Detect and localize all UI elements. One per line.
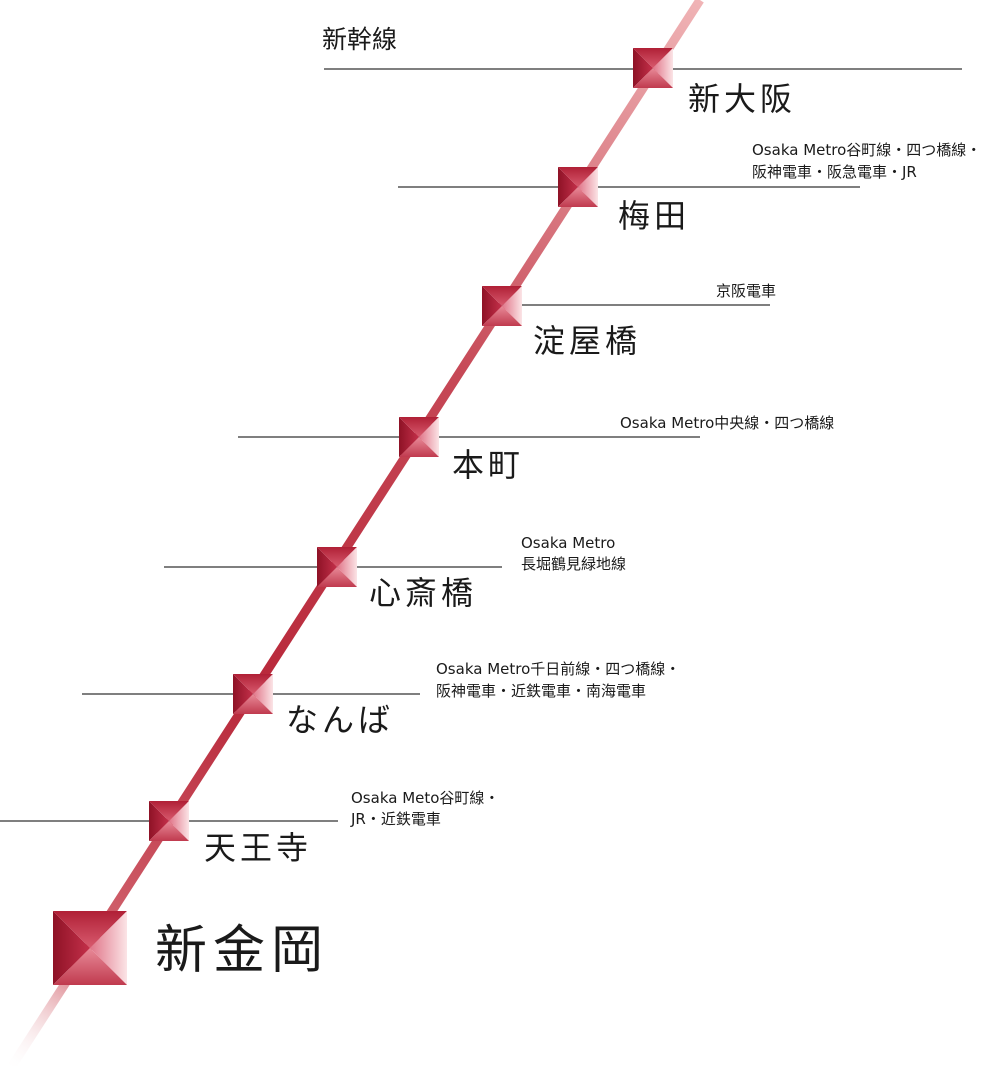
transfer-line-2: 阪神電車・阪急電車・JR (752, 163, 917, 181)
transfer-line-2: JR・近鉄電車 (350, 810, 441, 828)
origin-station-name: 新金岡 (155, 921, 329, 981)
station-marker-icon (558, 167, 598, 207)
station-marker-icon (317, 547, 357, 587)
station-honmachi: 本町 Osaka Metro中央線・四つ橋線 (238, 414, 834, 484)
station-marker-icon (399, 417, 439, 457)
transfer-line-2: 長堀鶴見緑地線 (521, 555, 626, 573)
station-name: なんば (286, 701, 394, 739)
transfer-line-1: Osaka Metro中央線・四つ橋線 (620, 414, 834, 432)
station-marker-icon (233, 674, 273, 714)
station-name: 心斎橋 (369, 574, 477, 612)
transfer-lines: Osaka Metro谷町線・四つ橋線・ 阪神電車・阪急電車・JR (752, 141, 986, 181)
transfer-line-1: Osaka Metro (521, 534, 615, 552)
station-marker-icon (482, 286, 522, 326)
station-name: 梅田 (618, 197, 690, 235)
origin-station: 新金岡 (53, 911, 329, 985)
station-tennoji: 天王寺 Osaka Meto谷町線・ JR・近鉄電車 (0, 789, 504, 867)
transfer-line-1: Osaka Metro谷町線・四つ橋線・ (752, 141, 981, 159)
origin-marker-icon (53, 911, 127, 985)
station-name: 淀屋橋 (533, 322, 641, 360)
station-marker-icon (633, 48, 673, 88)
route-line (8, 0, 704, 1066)
transfer-lines: Osaka Metro 長堀鶴見緑地線 (521, 534, 626, 573)
station-namba: なんば Osaka Metro千日前線・四つ橋線・ 阪神電車・近鉄電車・南海電車 (82, 660, 685, 739)
station-shinsaibashi: 心斎橋 Osaka Metro 長堀鶴見緑地線 (164, 534, 626, 612)
station-umeda: 梅田 Osaka Metro谷町線・四つ橋線・ 阪神電車・阪急電車・JR (398, 141, 986, 235)
transfer-lines: Osaka Metro千日前線・四つ橋線・ 阪神電車・近鉄電車・南海電車 (436, 660, 685, 700)
transfer-line-1: Osaka Metro千日前線・四つ橋線・ (436, 660, 680, 678)
transfer-line-1: Osaka Meto谷町線・ (351, 789, 499, 807)
station-marker-icon (149, 801, 189, 841)
station-name: 本町 (452, 446, 524, 484)
station-name: 新大阪 (688, 80, 796, 118)
station-yodoyabashi: 淀屋橋 京阪電車 (482, 282, 776, 360)
transfer-lines: Osaka Meto谷町線・ JR・近鉄電車 (350, 789, 504, 828)
transfer-line-2: 阪神電車・近鉄電車・南海電車 (436, 682, 646, 700)
station-name: 天王寺 (204, 829, 312, 867)
station-shin-osaka: 新大阪 (633, 48, 796, 118)
transfer-line-1: 京阪電車 (716, 282, 776, 300)
shinkansen-label: 新幹線 (322, 25, 397, 54)
